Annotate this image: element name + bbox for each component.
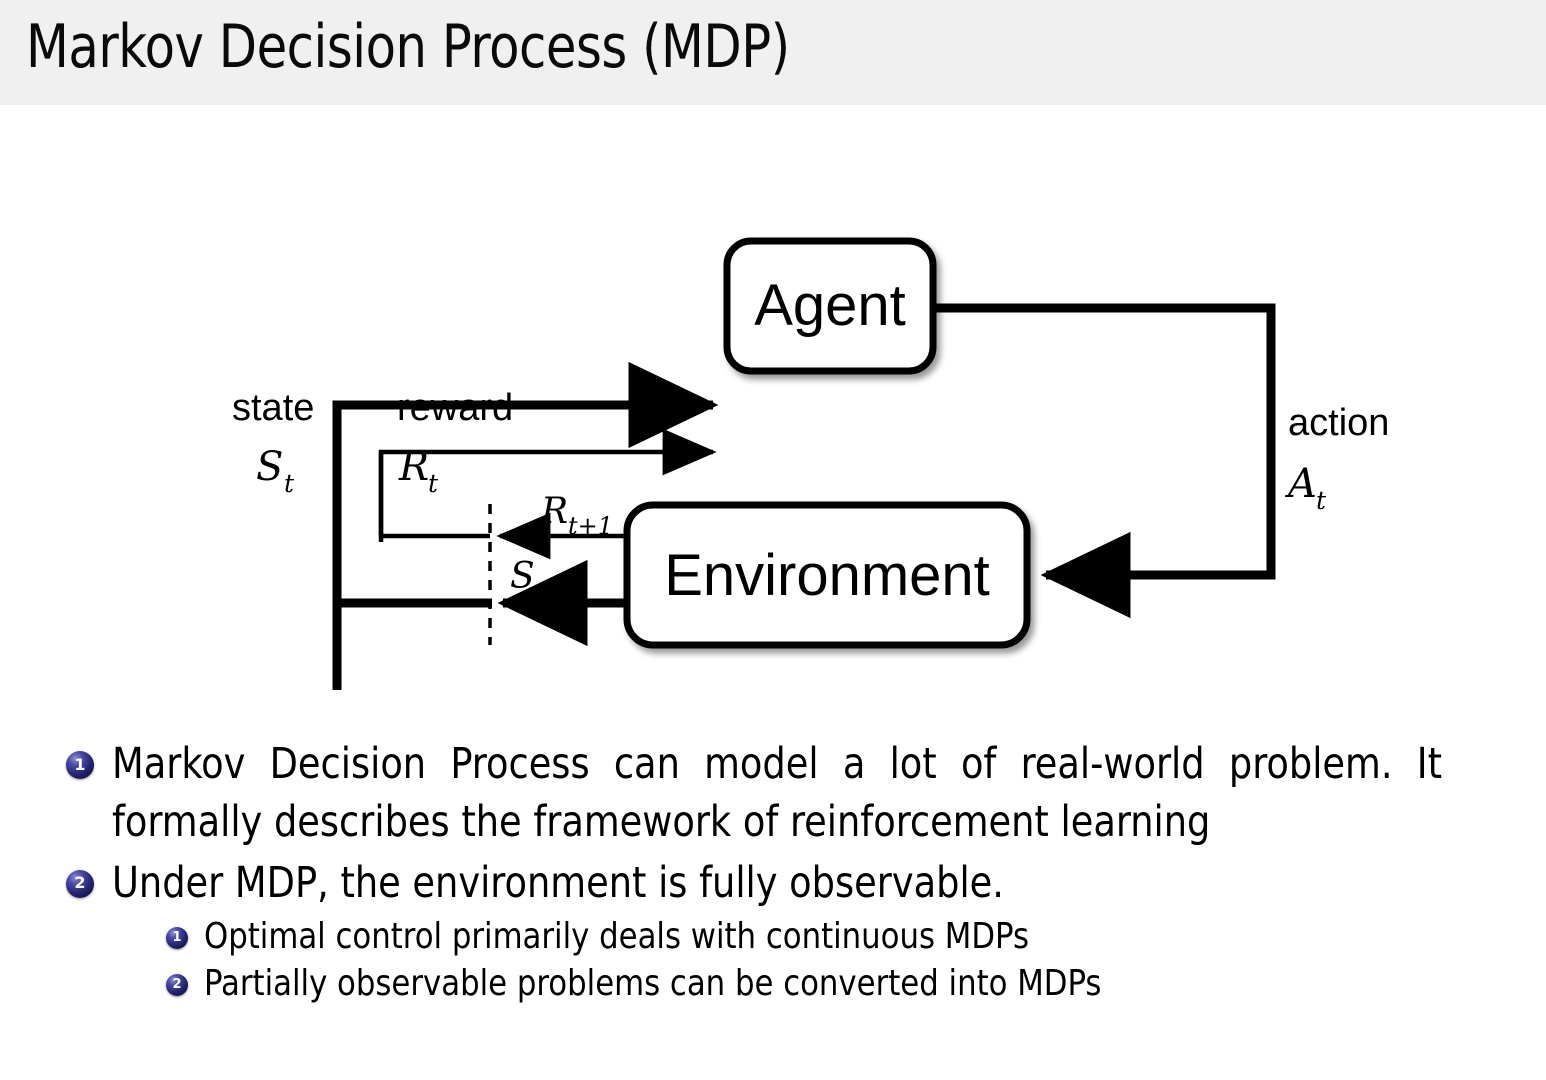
environment-node-label: Environment — [664, 543, 990, 608]
state-label-group: state S t — [232, 387, 314, 498]
reward-label-symbol-subscript: t — [428, 469, 439, 498]
action-path — [933, 303, 1276, 619]
state-next-label-symbol: S — [510, 556, 535, 597]
bullet-text-1: Markov Decision Process can model a lot … — [112, 739, 1442, 848]
agent-node: Agent — [723, 237, 937, 375]
list-item: 1 Markov Decision Process can model a lo… — [0, 735, 1546, 852]
bullet-badge-2: 2 — [66, 869, 94, 898]
bullet-badge-number: 1 — [74, 754, 86, 774]
state-label-symbol-subscript: t — [284, 469, 295, 498]
bullet-badge-number: 1 — [172, 930, 182, 946]
action-label-symbol: A — [1284, 461, 1317, 507]
sub-bullet-text-2: Partially observable problems can be con… — [204, 963, 1102, 1005]
page-title: Markov Decision Process (MDP) — [26, 12, 790, 82]
bullet-list: 1 Markov Decision Process can model a lo… — [0, 735, 1546, 1008]
environment-node: Environment — [623, 501, 1031, 649]
reward-label-word: reward — [397, 387, 513, 429]
action-label-group: action A t — [1284, 402, 1389, 515]
state-return-segment — [332, 405, 492, 608]
mdp-diagram-container: Agent Environment state S t — [0, 120, 1546, 690]
bullet-badge-number: 2 — [172, 977, 182, 993]
state-next-label-subscript: t+1 — [536, 577, 581, 605]
reward-next-label-symbol: R — [540, 491, 568, 532]
slide-header-band: Markov Decision Process (MDP) — [0, 0, 1546, 105]
sub-bullet-text-1: Optimal control primarily deals with con… — [204, 916, 1030, 958]
action-label-symbol-subscript: t — [1316, 486, 1327, 515]
list-item: 1 Optimal control primarily deals with c… — [0, 914, 1546, 959]
state-next-label-group: S t+1 — [510, 556, 581, 605]
reward-next-label-group: R t+1 — [540, 491, 613, 540]
bullet-text-2: Under MDP, the environment is fully obse… — [112, 857, 1004, 908]
list-item: 2 Partially observable problems can be c… — [0, 961, 1546, 1006]
reward-return-segment — [378, 452, 490, 539]
sub-bullet-badge-2: 2 — [166, 974, 188, 997]
reward-label-group: reward R t — [397, 387, 513, 498]
state-label-symbol: S — [256, 444, 283, 490]
agent-environment-loop-diagram: Agent Environment state S t — [232, 237, 1389, 690]
state-label-word: state — [232, 387, 314, 429]
sub-bullet-badge-1: 1 — [166, 927, 188, 950]
bullet-badge-number: 2 — [74, 873, 86, 893]
list-item: 2 Under MDP, the environment is fully ob… — [0, 854, 1546, 912]
reward-next-label-subscript: t+1 — [568, 512, 613, 540]
bullet-badge-1: 1 — [66, 751, 94, 779]
reward-label-symbol: R — [398, 444, 429, 490]
agent-node-label: Agent — [754, 273, 906, 338]
action-label-word: action — [1288, 402, 1389, 444]
